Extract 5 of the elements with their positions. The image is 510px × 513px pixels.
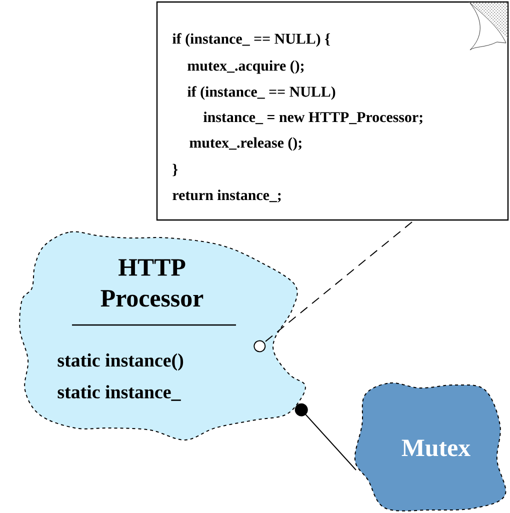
class-cloud: HTTP Processor static instance() static instance_ xyxy=(19,231,306,440)
note-box: if (instance_ == NULL) { mutex_.acquire (); if (instance_ == NULL) instance_ = new HTTP_Processor; mutex_.release (); } return instance_; xyxy=(172,2,506,202)
class-cloud: Mutex xyxy=(354,382,506,512)
connector xyxy=(254,222,412,352)
connector xyxy=(294,403,356,470)
